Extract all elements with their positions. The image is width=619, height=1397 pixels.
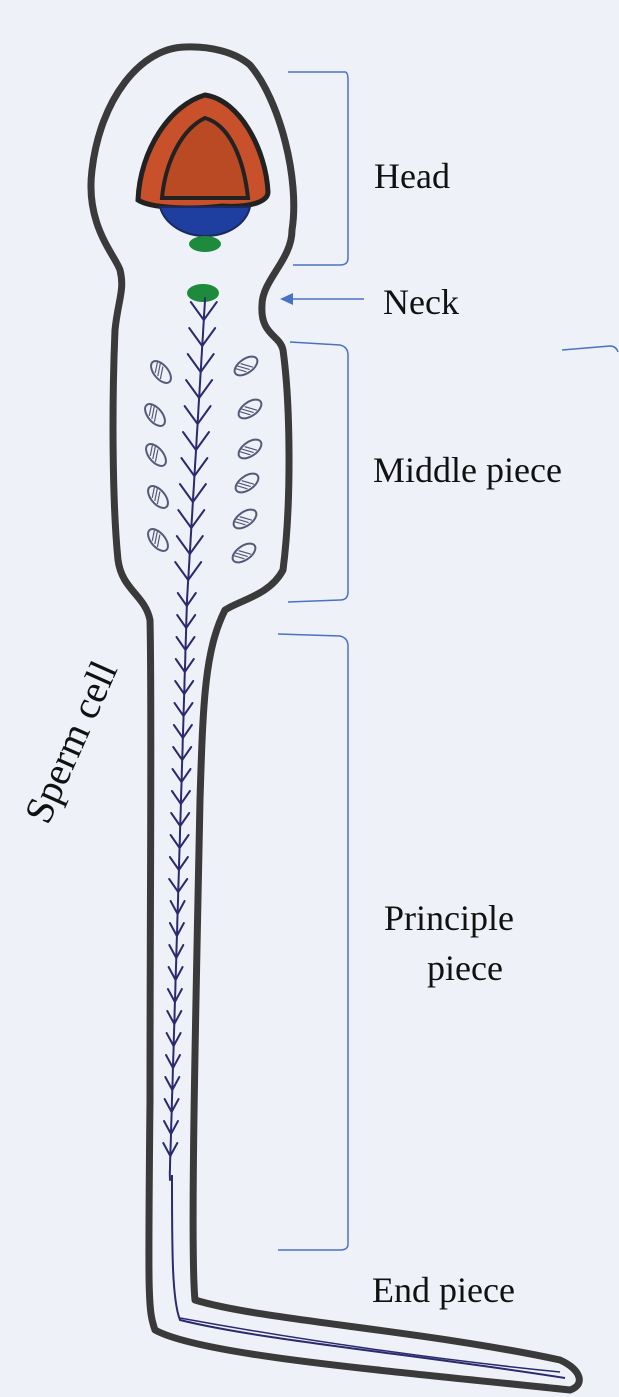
- label-end-piece: End piece: [372, 1270, 515, 1310]
- label-middle-piece: Middle piece: [373, 450, 562, 490]
- proximal-centriole: [189, 236, 221, 252]
- label-principle-piece-line1: Principle: [384, 898, 514, 938]
- label-neck: Neck: [383, 282, 459, 322]
- label-head: Head: [374, 156, 450, 196]
- label-principle-piece-line2: piece: [427, 948, 503, 988]
- distal-centriole: [187, 284, 219, 302]
